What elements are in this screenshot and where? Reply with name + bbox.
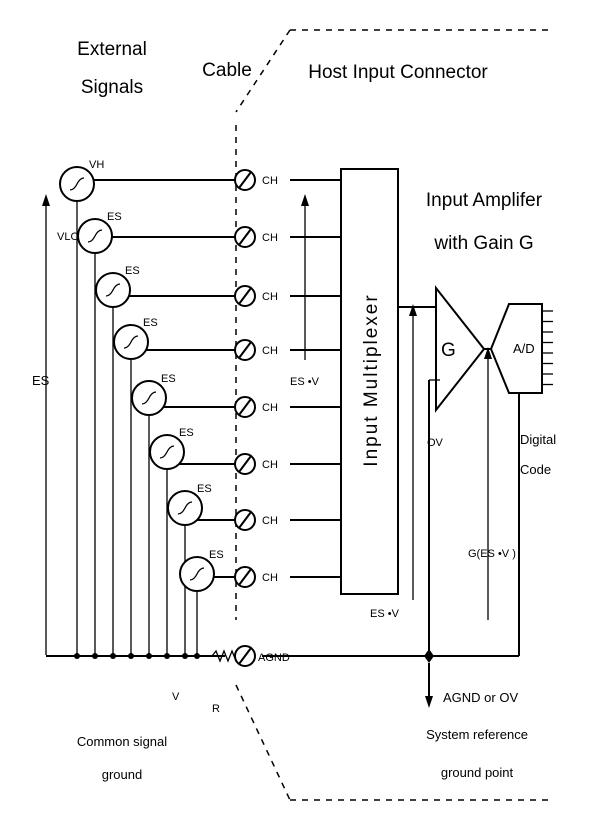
ad-output-lines (542, 310, 553, 386)
channel-label: CH (262, 232, 278, 244)
ground-junction-dot (194, 653, 200, 659)
r-bottom-label: R (212, 703, 220, 715)
vlo-label: VLO (57, 231, 79, 243)
ad-converter-block (489, 303, 543, 394)
ground-junction-dot (110, 653, 116, 659)
digital-code-line2: Code (520, 462, 551, 477)
ground-junction-dot (74, 653, 80, 659)
source-label: ES (197, 483, 212, 495)
es-left-label: ES (32, 373, 50, 388)
source-waveform-icon (123, 335, 139, 349)
agnd-pin-label: AGND (258, 652, 290, 664)
g-es-v-arrow-head (484, 347, 492, 359)
ground-junction-dot (182, 653, 188, 659)
source-waveform-icon (105, 283, 121, 297)
agnd-or-ov-label: AGND or OV (443, 690, 518, 705)
channel-label: CH (262, 515, 278, 527)
ground-junction-dot (146, 653, 152, 659)
channel-pin-slash (238, 341, 252, 359)
source-label: ES (179, 427, 194, 439)
source-waveform-icon (189, 567, 205, 581)
source-waveform-icon (159, 445, 175, 459)
external-signals-title-line1: External (77, 39, 147, 60)
agnd-pin-slash (238, 647, 252, 665)
host-boundary-diag-bottom (235, 684, 291, 801)
source-waveform-icon (141, 391, 157, 405)
input-multiplexer-label: Input Multiplexer (361, 293, 382, 466)
source-waveform-icon (177, 501, 193, 515)
channel-label: CH (262, 291, 278, 303)
source-waveform-icon (87, 229, 103, 243)
channel-label: CH (262, 175, 278, 187)
source-label: ES (125, 265, 140, 277)
source-label: ES (107, 211, 122, 223)
source-label: ES (143, 317, 158, 329)
channel-pin-slash (238, 287, 252, 305)
external-signals-title-line2: Signals (81, 77, 143, 98)
cable-title: Cable (202, 60, 252, 81)
signal-sources: VH ES ES ES ES ES ES ES (59, 159, 235, 659)
host-input-connector-title: Host Input Connector (308, 62, 488, 83)
source-waveform-icon (69, 177, 85, 191)
es-v-mux-label: ES •V (290, 376, 320, 388)
channel-pin-slash (238, 228, 252, 246)
ground-node-diamond (424, 649, 434, 663)
input-amplifier-triangle (435, 285, 486, 413)
channel-pin-slash (238, 568, 252, 586)
g-es-v-label: G(ES •V ) (468, 548, 516, 560)
channel-pin-slash (238, 398, 252, 416)
v-bottom-label: V (172, 691, 180, 703)
channel-pin-slash (238, 455, 252, 473)
channel-label: CH (262, 459, 278, 471)
system-reference-line2: ground point (441, 765, 514, 780)
ad-label: A/D (513, 341, 535, 356)
channel-pin-slash (238, 171, 252, 189)
channel-pin-slash (238, 511, 252, 529)
system-reference-line1: System reference (426, 727, 528, 742)
channel-pins: CH CH CH CH CH CH CH CH (234, 169, 341, 588)
gain-label: G (441, 340, 456, 361)
es-v-bottom-arrow-head (409, 304, 417, 316)
input-amplifier-title-line1: Input Amplifer (426, 190, 543, 211)
ground-junction-dot (128, 653, 134, 659)
source-label: ES (161, 373, 176, 385)
input-multiplexer-box (340, 168, 399, 595)
channel-label: CH (262, 402, 278, 414)
input-amplifier-title-line2: with Gain G (433, 233, 533, 254)
ground-down-arrow-head (425, 696, 433, 708)
ground-junction-dot (164, 653, 170, 659)
channel-label: CH (262, 345, 278, 357)
source-label: VH (89, 159, 104, 171)
es-v-mux-arrow-head (301, 194, 309, 206)
ov-label: OV (427, 437, 444, 449)
channel-label: CH (262, 572, 278, 584)
es-arrow-head (42, 194, 50, 206)
digital-code-line1: Digital (520, 432, 556, 447)
ground-junction-dot (92, 653, 98, 659)
source-label: ES (209, 549, 224, 561)
common-signal-ground-line2: ground (102, 767, 142, 782)
host-boundary-diag-top (235, 29, 291, 113)
common-signal-ground-line1: Common signal (77, 734, 167, 749)
es-v-bottom-label: ES •V (370, 608, 400, 620)
